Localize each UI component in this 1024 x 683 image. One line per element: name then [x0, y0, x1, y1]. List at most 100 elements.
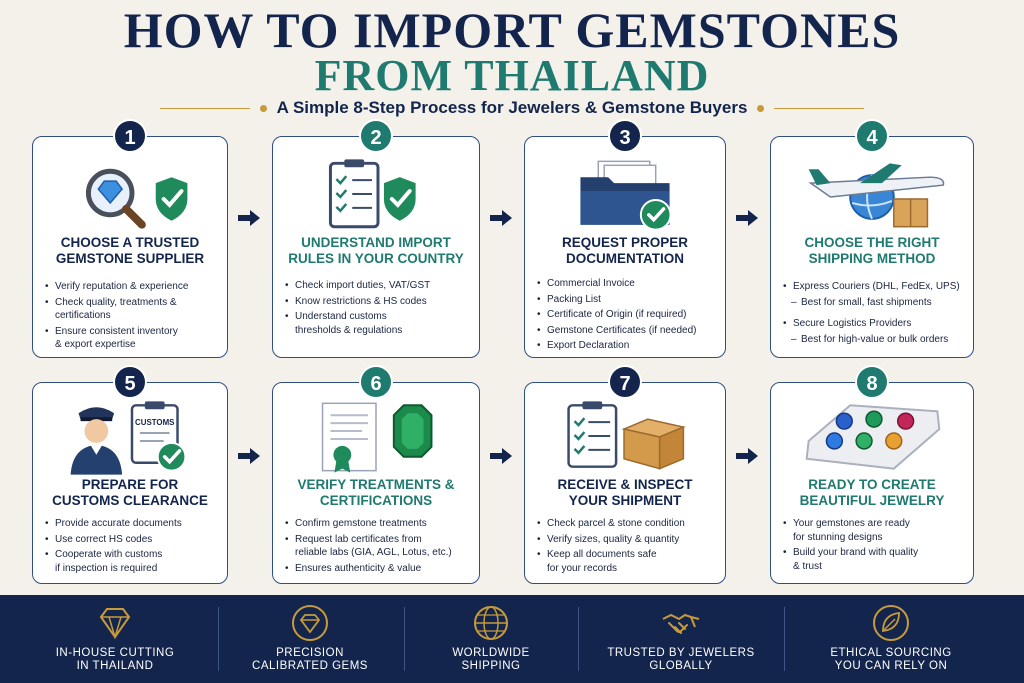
arrow-right-icon [736, 448, 758, 464]
step-bullets: Your gemstones are ready for stunning de… [783, 517, 965, 575]
bullet-item: Verify sizes, quality & quantity [537, 533, 717, 547]
arrow-right-icon [490, 210, 512, 226]
bullet-subitem: Best for small, fast shipments [783, 296, 965, 310]
arrow-right-icon [238, 210, 260, 226]
bullet-item-continued: certifications [55, 310, 111, 321]
bullet-item: Know restrictions & HS codes [285, 295, 471, 309]
step-title-line: PREPARE FOR [81, 477, 179, 492]
magnifier-diamond-shield-icon [85, 168, 188, 229]
diamond-icon [99, 608, 131, 640]
handshake-icon [662, 613, 700, 634]
footer-item-shipping: WORLDWIDE SHIPPING [406, 595, 576, 683]
gem-tray-icon [805, 404, 941, 470]
subtitle-row: A Simple 8-Step Process for Jewelers & G… [0, 98, 1024, 118]
step-title-line: CHOOSE A TRUSTED [60, 235, 200, 250]
footer-separator [578, 607, 579, 671]
footer-bar: IN-HOUSE CUTTING IN THAILAND PRECISION C… [0, 595, 1024, 683]
bullet-item-continued: & trust [793, 560, 822, 572]
step-title-line: GEMSTONE SUPPLIER [55, 251, 205, 266]
step-title: CHOOSE THE RIGHT SHIPPING METHOD [777, 235, 967, 267]
bullet-item: Check parcel & stone condition [537, 517, 717, 531]
footer-item-trusted: TRUSTED BY JEWELERS GLOBALLY [580, 595, 782, 683]
footer-text: GLOBALLY [649, 660, 713, 672]
step-number-badge: 6 [359, 365, 393, 399]
step-title-line: RULES IN YOUR COUNTRY [288, 251, 464, 266]
bullet-item-continued: reliable labs (GIA, AGL, Lotus, etc.) [295, 547, 452, 558]
footer-text: IN-HOUSE CUTTING [55, 647, 175, 659]
step-title-line: REQUEST PROPER [561, 235, 689, 250]
bullet-item-continued: if inspection is required [55, 562, 158, 574]
bullet-item-continued: & export expertise [55, 339, 136, 350]
main-title: HOW TO IMPORT GEMSTONES [123, 2, 901, 58]
bullet-item: Ensure consistent inventory [45, 325, 219, 339]
bullet-item: Packing List [537, 293, 717, 307]
bullet-item-continued: thresholds & regulations [295, 324, 403, 336]
step-title: READY TO CREATE BEAUTIFUL JEWELRY [777, 477, 967, 509]
step-bullets: Commercial Invoice Packing List Certific… [537, 277, 717, 355]
step-number-badge: 2 [359, 119, 393, 153]
footer-separator [218, 607, 219, 671]
bullet-item: Secure Logistics Providers [783, 317, 965, 331]
bullet-item-continued: for stunning designs [793, 531, 883, 543]
folder-check-icon [580, 160, 672, 231]
step-number-badge: 1 [113, 119, 147, 153]
footer-text: SHIPPING [461, 660, 521, 672]
main-title-line2: FROM THAILAND [314, 51, 710, 100]
step-title: PREPARE FOR CUSTOMS CLEARANCE [39, 477, 221, 509]
bullet-item: Commercial Invoice [537, 277, 717, 291]
arrow-right-icon [490, 448, 512, 464]
step-card-8: 8 READY TO CREATE BEAUTIFUL JEWELRY Your… [770, 365, 974, 584]
footer-text: YOU CAN RELY ON [834, 660, 948, 672]
subtitle-dot-left [259, 105, 267, 113]
footer-item-calibrated: PRECISION CALIBRATED GEMS [220, 595, 400, 683]
bullet-item: Express Couriers (DHL, FedEx, UPS) [783, 280, 965, 294]
step-title-line: UNDERSTAND IMPORT [301, 235, 451, 250]
step-title-line: SHIPPING METHOD [808, 251, 936, 266]
step-bullets: Provide accurate documents Use correct H… [45, 517, 219, 577]
footer-item-ethical: ETHICAL SOURCING YOU CAN RELY ON [786, 595, 996, 683]
footer-text: ETHICAL SOURCING [830, 647, 952, 659]
bullet-item: Use correct HS codes [45, 533, 219, 547]
bullet-item: Provide accurate documents [45, 517, 219, 531]
bullet-item: Cooperate with customs [45, 548, 219, 562]
step-card-3: 3 REQUEST PROPER DOCUMENTATION Commercia… [524, 119, 726, 358]
step-card-7: 7 RECEIVE & INSPECT YOUR SHIPMENT Check … [524, 365, 726, 584]
step-number-badge: 3 [608, 119, 642, 153]
leaf-icon [873, 605, 909, 641]
subtitle-rule-left [159, 108, 250, 110]
bullet-item: Certificate of Origin (if required) [537, 308, 717, 322]
subtitle-rule-right [774, 108, 865, 110]
bullet-item: Build your brand with quality [783, 546, 965, 560]
step-title-line: RECEIVE & INSPECT [557, 477, 693, 492]
footer-separator [784, 607, 785, 671]
bullet-item: Request lab certificates from [285, 533, 471, 547]
step-number-badge: 7 [608, 365, 642, 399]
bullet-item-continued: for your records [547, 562, 618, 574]
footer-separator [404, 607, 405, 671]
footer-text: PRECISION [276, 647, 344, 659]
bullet-item: Confirm gemstone treatments [285, 517, 471, 531]
clipboard-shield-icon [328, 159, 416, 229]
step-card-2: 2 UNDERSTAND IMPORT RULES IN YOUR COUNTR… [272, 119, 480, 358]
step-card-1: 1 CHOOSE A TRUSTED GEMSTONE SUPPLIER Ver… [32, 119, 228, 358]
step-card-4: 4 CHOOSE THE RIGHT SHIPPING METHOD Expre… [770, 119, 974, 358]
step-title-line: CUSTOMS CLEARANCE [52, 493, 208, 508]
step-title-line: VERIFY TREATMENTS & [297, 477, 455, 492]
step-number-badge: 4 [855, 119, 889, 153]
bullet-item: Check import duties, VAT/GST [285, 279, 471, 293]
customs-officer-icon: CUSTOMS [70, 401, 187, 475]
globe-icon [474, 606, 508, 640]
step-bullets: Verify reputation & experience Check qua… [45, 280, 219, 354]
step-title: UNDERSTAND IMPORT RULES IN YOUR COUNTRY [279, 235, 473, 267]
certificate-emerald-icon [321, 402, 433, 473]
gem-circle-icon [292, 605, 328, 641]
footer-item-cutting: IN-HOUSE CUTTING IN THAILAND [20, 595, 210, 683]
step-bullets: Express Couriers (DHL, FedEx, UPS) Best … [783, 280, 965, 348]
step-number-badge: 5 [113, 365, 147, 399]
step-bullets: Check parcel & stone condition Verify si… [537, 517, 717, 577]
arrow-right-icon [238, 448, 260, 464]
step-title-line: READY TO CREATE [808, 477, 936, 492]
footer-text: TRUSTED BY JEWELERS [607, 647, 755, 659]
bullet-item: Understand customs [285, 310, 471, 324]
bullet-item: Gemstone Certificates (if needed) [537, 324, 717, 338]
